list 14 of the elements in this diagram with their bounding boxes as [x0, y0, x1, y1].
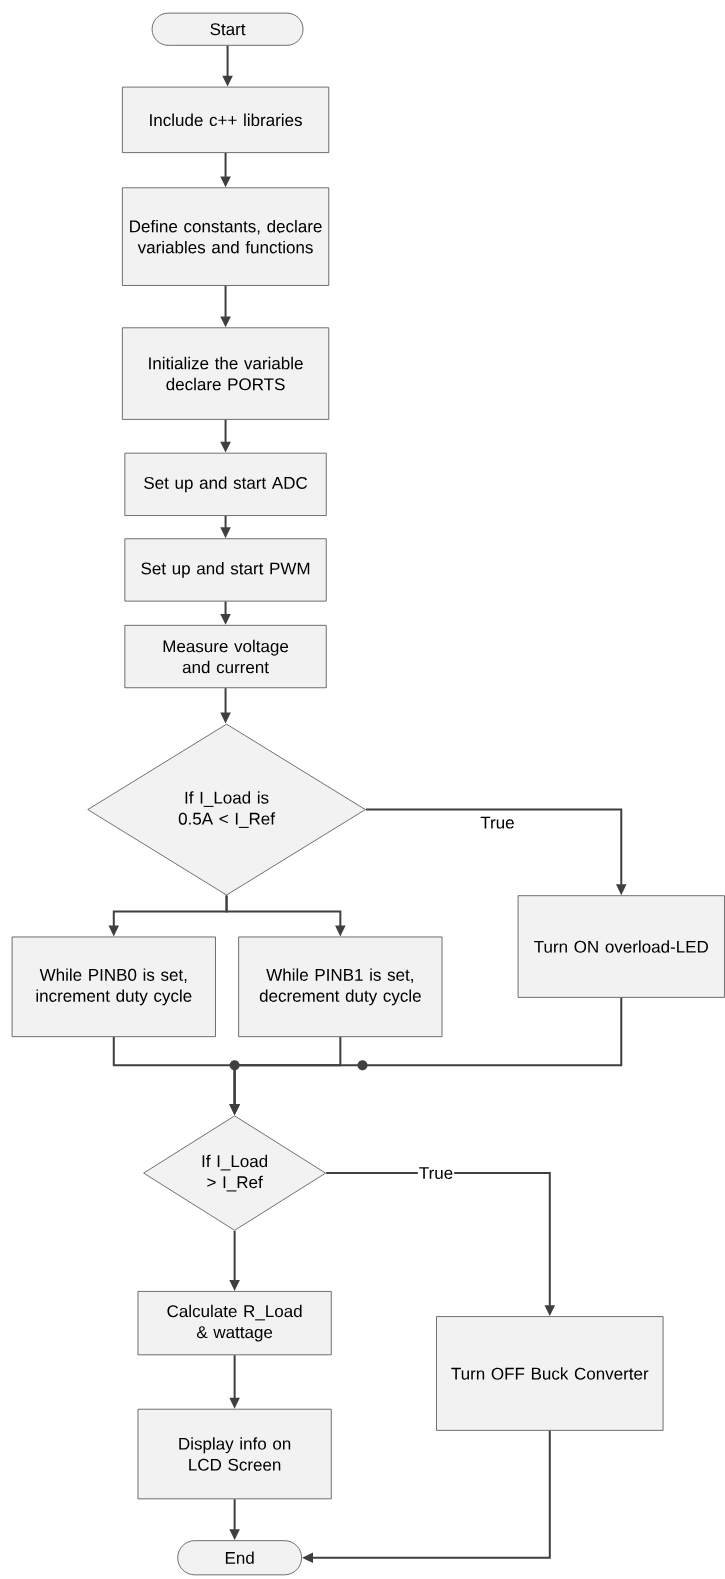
process-box: Turn ON overload-LED: [517, 895, 725, 998]
process-box: Include c++ libraries: [121, 86, 330, 153]
process-box: Set up and start ADC: [124, 452, 327, 516]
process-box: While PINB0 is set, increment duty cycle: [11, 936, 216, 1038]
edge-label: True: [479, 815, 516, 830]
process-box: Display info on LCD Screen: [137, 1408, 332, 1500]
process-box: Calculate R_Load & wattage: [137, 1291, 332, 1356]
process-box: Initialize the variable declare PORTS: [121, 327, 330, 420]
process-box: Turn OFF Buck Converter: [436, 1316, 664, 1431]
edge-label: True: [417, 1166, 455, 1181]
process-box: Measure voltage and current: [124, 624, 327, 689]
process-box: Define constants, declare variables and functions: [121, 187, 330, 286]
process-box: While PINB1 is set, decrement duty cycle: [238, 936, 443, 1038]
process-box: Set up and start PWM: [124, 538, 327, 602]
